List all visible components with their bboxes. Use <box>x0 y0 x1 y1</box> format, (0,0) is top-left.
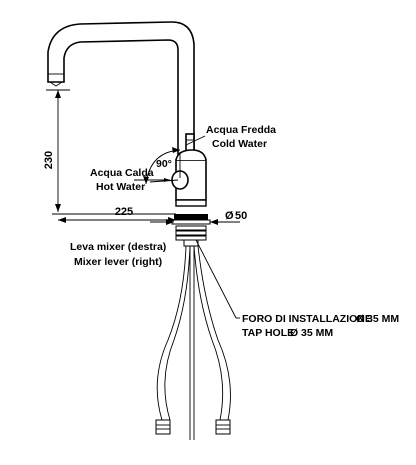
height-dimension: 230 <box>43 89 176 215</box>
cold-water-label-it: Acqua Fredda <box>206 124 276 136</box>
tap-hole-size-it: 35 MM <box>367 313 399 325</box>
tap-hole-label-en: TAP HOLE <box>242 327 294 339</box>
leader-lines <box>134 135 240 319</box>
faucet-base <box>171 199 211 247</box>
base-diameter-dimension: Ø 50 <box>150 210 247 225</box>
tap-hole-size-en: 35 MM <box>301 327 333 339</box>
cold-water-label-en: Cold Water <box>212 138 267 150</box>
height-value: 230 <box>43 151 55 169</box>
faucet-body <box>171 149 207 201</box>
lever-label-it: Leva mixer (destra) <box>70 241 166 253</box>
reach-dimension: 225 <box>58 206 176 223</box>
hot-water-label-en: Hot Water <box>96 181 145 193</box>
base-diameter-value: 50 <box>235 210 247 222</box>
angle-label: 90° <box>156 158 172 170</box>
faucet-spout <box>47 21 195 161</box>
hot-water-label-it: Acqua Calda <box>90 167 154 179</box>
lever-label-en: Mixer lever (right) <box>74 256 162 268</box>
tap-hole-label-it: FORO DI INSTALLAZIONE <box>242 313 372 325</box>
rotation-angle-indicator: 90° <box>143 147 181 185</box>
diameter-symbol-en: Ø <box>290 327 298 339</box>
supply-hoses <box>155 245 231 440</box>
reach-value: 225 <box>115 206 133 218</box>
diameter-symbol: Ø <box>225 210 234 222</box>
diameter-symbol-it: Ø <box>356 313 364 325</box>
